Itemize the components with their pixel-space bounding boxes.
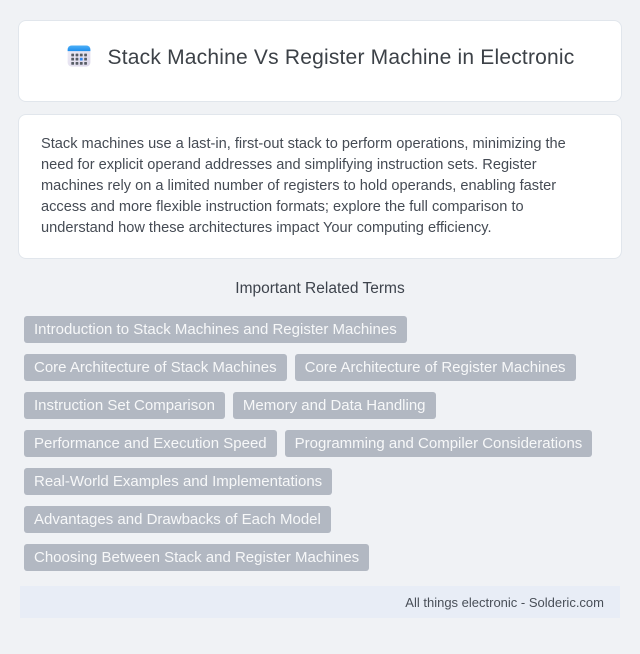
term-tag-programming-compiler[interactable]: Programming and Compiler Considerations [284,430,593,457]
calendar-icon [66,43,92,77]
term-tag-core-architecture-stack[interactable]: Core Architecture of Stack Machines [24,354,287,381]
terms-row: Choosing Between Stack and Register Mach… [24,544,624,571]
term-tag-core-architecture-register[interactable]: Core Architecture of Register Machines [294,354,576,381]
page-title-text: Stack Machine Vs Register Machine in Ele… [107,46,575,69]
intro-text: Stack machines use a last-in, first-out … [41,136,566,236]
term-tag-real-world[interactable]: Real-World Examples and Implementations [24,468,333,495]
term-tag-memory-data[interactable]: Memory and Data Handling [232,392,436,419]
terms-row: Advantages and Drawbacks of Each Model [24,506,624,533]
intro-card: Stack machines use a last-in, first-out … [18,114,622,259]
term-tag-introduction[interactable]: Introduction to Stack Machines and Regis… [24,316,407,343]
related-terms-heading: Important Related Terms [235,280,405,297]
term-tag-choosing[interactable]: Choosing Between Stack and Register Mach… [24,544,370,571]
term-tag-advantages-drawbacks[interactable]: Advantages and Drawbacks of Each Model [24,506,331,533]
terms-row: Instruction Set Comparison Memory and Da… [24,392,624,419]
term-tag-performance[interactable]: Performance and Execution Speed [24,430,277,457]
term-tag-instruction-set[interactable]: Instruction Set Comparison [24,392,225,419]
terms-row: Real-World Examples and Implementations [24,468,624,495]
terms-row: Core Architecture of Stack Machines Core… [24,354,624,381]
related-terms-list: Introduction to Stack Machines and Regis… [24,316,624,571]
footer-bar: All things electronic - Solderic.com [20,586,620,618]
header-card: Stack Machine Vs Register Machine in Ele… [18,20,622,102]
footer-text: All things electronic - Solderic.com [405,594,604,610]
page-title: Stack Machine Vs Register Machine in Ele… [59,43,581,77]
terms-row: Performance and Execution Speed Programm… [24,430,624,457]
terms-row: Introduction to Stack Machines and Regis… [24,316,624,343]
